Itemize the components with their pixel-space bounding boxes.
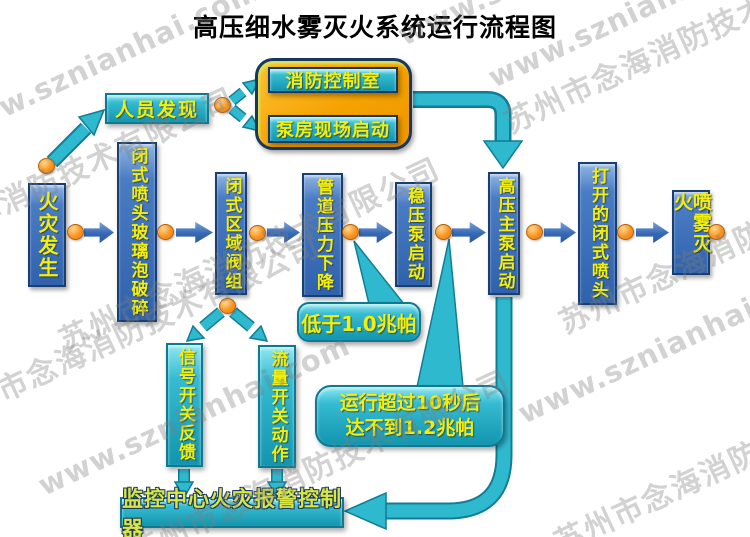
arrow-mainpump-to-monitor bbox=[343, 297, 513, 531]
page-title: 高压细水雾灭火系统运行流程图 bbox=[192, 13, 557, 42]
node-control-room: 消防控制室 bbox=[268, 67, 398, 93]
callout-low-pressure: 低于1.0兆帕 bbox=[297, 302, 421, 342]
connector-dot-7 bbox=[435, 224, 452, 240]
connector-dot-2 bbox=[214, 97, 231, 113]
node-main-pump-start: 高压主泵启动 bbox=[488, 172, 520, 295]
node-signal-feedback: 信号开关反馈 bbox=[166, 343, 203, 467]
node-zone-valve: 闭式区域阀组 bbox=[215, 172, 247, 295]
node-sprinkler-glass-break: 闭式喷头玻璃泡破碎 bbox=[117, 142, 157, 322]
node-person-found: 人员发现 bbox=[105, 93, 209, 124]
arrow-valve-to-flow bbox=[229, 307, 269, 342]
connector-dot-11 bbox=[219, 298, 236, 314]
arrow-flow-to-monitor bbox=[266, 469, 288, 500]
node-flow-switch: 流量开关动作 bbox=[258, 345, 296, 468]
arrow-signal-to-monitor bbox=[173, 469, 195, 500]
callout-run-over-line2: 达不到1.2兆帕 bbox=[345, 417, 475, 439]
node-pipe-pressure-drop: 管道压力下降 bbox=[302, 173, 343, 297]
connector-dot-3 bbox=[67, 224, 84, 240]
node-pump-local-start: 泵房现场启动 bbox=[268, 115, 398, 143]
node-stabilizing-pump: 稳压泵启动 bbox=[395, 182, 432, 287]
connector-dot-5 bbox=[249, 225, 266, 241]
arrow-fire-to-person bbox=[46, 108, 106, 168]
node-fire-start: 火灾发生 bbox=[28, 183, 66, 287]
callout-run-over-line1: 运行超过10秒后 bbox=[339, 392, 481, 414]
node-spray-extinguish: 喷雾灭火 bbox=[671, 190, 712, 275]
callout-run-over: 运行超过10秒后 达不到1.2兆帕 bbox=[315, 385, 505, 447]
arrow-valve-to-signal bbox=[185, 307, 225, 342]
arrow-group-to-mainpump bbox=[413, 91, 524, 170]
connector-dot-8 bbox=[526, 224, 543, 240]
node-monitor-controller: 监控中心火灾报警控制器 bbox=[120, 486, 344, 537]
connector-dot-6 bbox=[342, 224, 359, 240]
connector-dot-4 bbox=[157, 224, 174, 240]
connector-dot-1 bbox=[38, 158, 55, 174]
node-opened-sprinkler: 打开的闭式喷头 bbox=[578, 162, 617, 305]
connector-dot-10 bbox=[708, 224, 725, 240]
connector-dot-9 bbox=[617, 224, 634, 240]
